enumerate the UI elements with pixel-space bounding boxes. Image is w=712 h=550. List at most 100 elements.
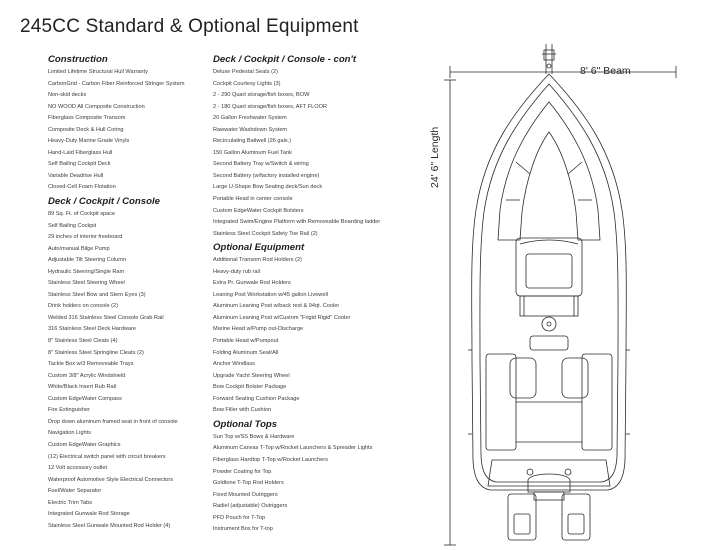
- equipment-item: Heavy-duty rub rail: [213, 268, 260, 275]
- equipment-item: Forward Seating Cushion Package: [213, 395, 300, 402]
- equipment-item: Radiel (adjustable) Outriggers: [213, 503, 288, 510]
- equipment-item: Portable Head in center console: [213, 196, 293, 203]
- equipment-item: Recirculating Baitwell (26 gals.): [213, 138, 292, 145]
- equipment-item: Waterproof Automotive Style Electrical C…: [48, 476, 174, 483]
- equipment-item: Drop down aluminum framed seat in front …: [48, 418, 178, 425]
- equipment-item: Deluxe Pedestal Seats (2): [213, 69, 278, 75]
- section-heading: Construction: [48, 54, 108, 65]
- swim-platform: [507, 493, 591, 541]
- beam-label: 8' 6" Beam: [580, 65, 631, 77]
- equipment-item: Anchor Windlass: [213, 361, 255, 368]
- aft-seating: [485, 353, 613, 451]
- boat-top-view-diagram: 8' 6" Beam 24' 6" Length: [420, 40, 712, 550]
- equipment-item: Custom EdgeWater Compass: [48, 395, 122, 402]
- equipment-item: Leaning Post Workstation w/45 gallon Liv…: [213, 291, 328, 298]
- equipment-item: Extra Pr. Gunwale Rod Holders: [213, 280, 291, 287]
- equipment-item: Cockpit Courtesy Lights (3): [213, 80, 281, 87]
- equipment-item: Portable Head w/Pumpout: [213, 338, 279, 345]
- leaning-post: [529, 335, 569, 351]
- equipment-item: 8" Stainless Steel Springline Cleats (2): [48, 349, 144, 356]
- section-heading: Deck / Cockpit / Console: [48, 196, 160, 208]
- equipment-item: (12) Electrical switch panel with circui…: [48, 453, 166, 460]
- equipment-item: Navigation Lights: [48, 430, 91, 437]
- bow-seating: [497, 101, 601, 241]
- transom: [487, 459, 611, 487]
- equipment-item: Instrument Box for T-top: [213, 526, 273, 533]
- equipment-item: Goldtone T-Top Rod Holders: [213, 480, 284, 487]
- equipment-item: Limited Lifetime Structural Hull Warrant…: [48, 69, 148, 75]
- equipment-item: Welded 316 Stainless Steel Console Grab …: [48, 314, 164, 321]
- equipment-item: 2 - 290 Quart storage/fish boxes, BOW: [213, 92, 310, 99]
- equipment-item: White/Black Insert Rub Rail: [48, 384, 117, 391]
- equipment-item: Self Bailing Cockpit Deck: [48, 161, 111, 168]
- equipment-item: Closed-Cell Foam Flotation: [48, 184, 116, 191]
- steering-wheel: [541, 316, 557, 332]
- anchor-pulpit: [542, 44, 556, 74]
- equipment-item: Rawwater Washdown System: [213, 126, 288, 133]
- section-heading: Optional Tops: [213, 418, 278, 430]
- equipment-item: Aluminum Leaning Post w/Custom "Frigid R…: [213, 314, 351, 321]
- equipment-item: Stainless Steel Steering Wheel: [48, 280, 125, 287]
- equipment-item: Stainless Steel Cockpit Safety Toe Rail …: [213, 230, 318, 237]
- equipment-item: Bow Filler with Cushion: [213, 407, 272, 414]
- section-heading: Deck / Cockpit / Console - con't: [213, 54, 357, 65]
- equipment-item: Adjustable Tilt Steering Column: [48, 257, 127, 264]
- equipment-item: Fuel/Water Separator: [48, 488, 102, 495]
- equipment-item: Fixed Mounted Outriggers: [213, 491, 278, 498]
- equipment-item: Self Bailing Cockpit: [48, 222, 97, 229]
- equipment-item: Fiberglass Hardtop T-Top w/Rocket Launch…: [213, 456, 328, 463]
- equipment-item: Tackle Box w/3 Removeable Trays: [48, 361, 134, 368]
- equipment-item: Marine Head w/Pump out-Discharge: [213, 326, 304, 333]
- equipment-item: 8" Stainless Steel Cleats (4): [48, 338, 118, 345]
- equipment-item: Additional Transom Rod Holders (2): [213, 257, 302, 264]
- equipment-item: Electric Trim Tabs: [48, 499, 93, 506]
- hull-outline: [471, 73, 627, 491]
- outboard-engine: [527, 473, 571, 501]
- beam-dimension: 8' 6" Beam: [449, 65, 677, 78]
- equipment-item: Integrated Gunwale Rod Storage: [48, 511, 130, 518]
- length-label: 24' 6" Length: [429, 127, 441, 188]
- equipment-item: Non-skid decks: [48, 92, 87, 99]
- equipment-item: Drink holders on console (2): [48, 303, 118, 310]
- equipment-item: Aluminum Canvas T-Top w/Rocket Launchers…: [213, 445, 373, 452]
- equipment-item: Custom 3/8" Acrylic Windshield: [48, 372, 126, 379]
- equipment-item: Composite Deck & Hull Coring: [48, 126, 124, 133]
- equipment-item: PFD Pouch for T-Top: [213, 514, 266, 521]
- equipment-item: Hand-Laid Fiberglass Hull: [48, 149, 113, 156]
- equipment-item: Second Battery (w/factory installed engi…: [213, 172, 320, 179]
- equipment-item: Aluminum Leaning Post w/back rest & 94qt…: [213, 303, 340, 310]
- equipment-item: 12 Volt accessory outlet: [48, 465, 108, 472]
- equipment-item: 316 Stainless Steel Deck Hardware: [48, 326, 136, 333]
- center-console: [515, 237, 583, 332]
- equipment-item: 89 Sq. Ft. of Cockpit space: [48, 211, 116, 218]
- equipment-item: CarbonGrid - Carbon Fiber Reinforced Str…: [48, 80, 185, 87]
- equipment-item: Auto/manual Bilge Pump: [48, 245, 110, 252]
- equipment-item: 150 Gallon Aluminum Fuel Tank: [213, 149, 292, 156]
- equipment-item: 29 inches of interior freeboard: [48, 234, 123, 241]
- equipment-item: Hydraulic Steering/Single Ram: [48, 268, 125, 275]
- length-dimension: 24' 6" Length: [429, 79, 456, 546]
- equipment-item: Fiberglass Composite Transom: [48, 115, 126, 122]
- equipment-item: Large U-Shape Bow Seating deck/Sun deck: [213, 184, 323, 191]
- equipment-item: Powder Coating for Top: [213, 468, 272, 475]
- equipment-item: Bow Cockpit Bolster Package: [213, 384, 287, 391]
- equipment-item: Second Battery Tray w/Switch & wiring: [213, 161, 309, 168]
- equipment-item: NO WOOD All Composite Construction: [48, 103, 145, 110]
- page-title: 245CC Standard & Optional Equipment: [20, 16, 359, 37]
- equipment-item: Variable Deadrise Hull: [48, 172, 104, 179]
- gunwale-inner: [479, 83, 619, 483]
- section-heading: Optional Equipment: [213, 242, 305, 254]
- equipment-item: Custom EdgeWater Cockpit Bolsters: [213, 207, 304, 214]
- equipment-item: Stainless Steel Bow and Stern Eyes (3): [48, 291, 146, 298]
- equipment-item: Folding Aluminum Seat/All: [213, 349, 279, 356]
- equipment-item: Custom EdgeWater Graphics: [48, 441, 121, 448]
- equipment-item: 2 - 180 Quart storage/fish boxes, AFT FL…: [213, 103, 327, 110]
- equipment-item: Upgrade Yacht Steering Wheel: [213, 372, 290, 379]
- equipment-item: Sun Top w/SS Bows & Hardware: [213, 433, 295, 440]
- equipment-item: Stainless Steel Gunwale Mounted Rod Hold…: [48, 522, 171, 529]
- equipment-item: 20 Gallon Freshwater System: [213, 115, 287, 122]
- equipment-item: Integrated Swim/Engine Platform with Rem…: [213, 219, 381, 226]
- equipment-item: Heavy-Duty Marine Grade Vinyls: [48, 138, 130, 145]
